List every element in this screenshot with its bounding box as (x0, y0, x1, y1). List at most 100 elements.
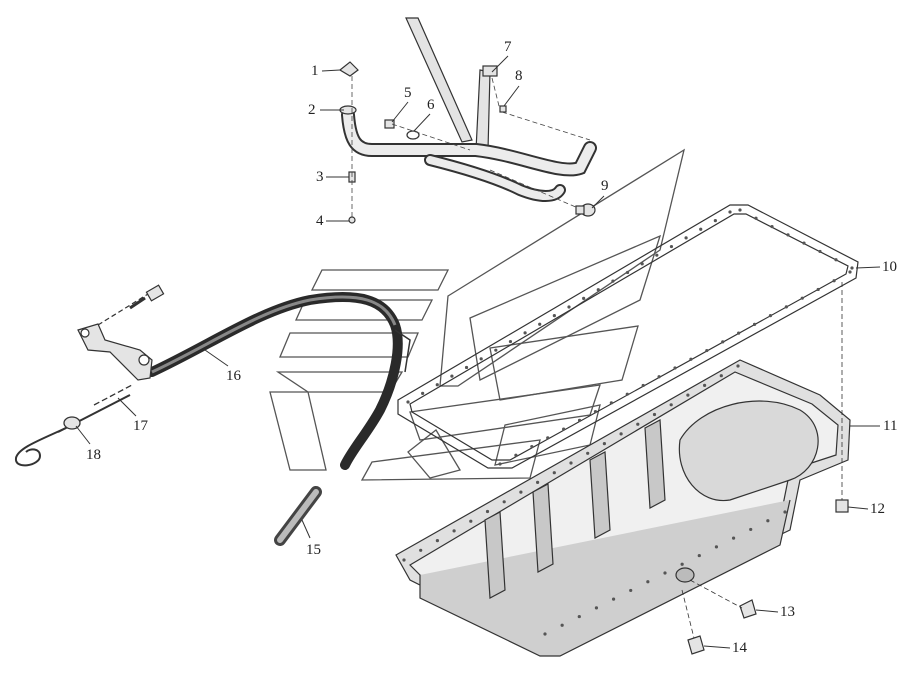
bolt-hole (752, 322, 757, 326)
bolt-hole (464, 365, 469, 370)
bolt-hole (766, 519, 770, 523)
bolt-hole (435, 539, 439, 543)
leader-line (301, 519, 311, 539)
bolt-hole (770, 224, 774, 229)
bolt-hole (593, 410, 598, 414)
bolt-hole (469, 519, 473, 523)
bolt-hole (689, 357, 693, 361)
bolt-hole (736, 364, 740, 368)
leader-line (391, 101, 409, 123)
leader-line (503, 85, 520, 107)
leader-line (491, 55, 509, 73)
leader-line (204, 349, 229, 367)
callout-label: 15 (306, 542, 321, 558)
bolt-hole (625, 392, 629, 396)
bolt-hole (435, 383, 439, 387)
bolt-hole (655, 253, 659, 257)
bolt-hole (652, 412, 657, 417)
bolt-hole (406, 400, 410, 404)
leader-line (703, 645, 731, 649)
bolt-hole (609, 401, 613, 405)
bolt-hole (611, 279, 615, 283)
bolt-hole (834, 258, 838, 262)
callout-label: 18 (86, 447, 101, 463)
bolt-hole (719, 374, 723, 378)
dipstick-guide-tube (147, 292, 411, 470)
oil-pan (395, 359, 851, 657)
bolt-hole (577, 418, 582, 422)
dipstick-bracket (77, 284, 165, 381)
bolt-hole (768, 314, 773, 318)
callout-label: 3 (316, 169, 324, 185)
suction-pipe (274, 486, 322, 546)
bolt-hole (684, 236, 688, 240)
leader-line (755, 609, 779, 613)
callout-label: 16 (226, 368, 241, 384)
bolt-hole (673, 366, 677, 370)
bolt-hole (596, 288, 600, 292)
leader-line (413, 113, 431, 132)
bolt-hole (577, 614, 581, 619)
bolt-hole (402, 558, 406, 562)
leader-line (321, 69, 341, 72)
bolt-hole (546, 436, 550, 440)
bolt-hole (818, 249, 822, 254)
callout-label: 7 (504, 39, 512, 55)
leader-line (117, 397, 137, 417)
watermark-logo (269, 148, 686, 481)
bolt-hole (629, 588, 633, 593)
bolt-hole (641, 383, 645, 388)
callout-label: 11 (883, 418, 898, 434)
bolt-hole (485, 509, 490, 514)
bolt-hole (713, 219, 717, 223)
bolt-hole (567, 305, 571, 309)
bolt-hole (663, 571, 667, 575)
callout-label: 8 (515, 68, 523, 84)
bolt-hole (657, 375, 661, 379)
leader-line (855, 266, 881, 269)
bolt-hole (625, 270, 630, 275)
oil-pan-flange-holes (402, 364, 787, 636)
callout-label: 13 (780, 604, 795, 620)
bolt-hole (611, 597, 616, 601)
bolt-hole (705, 348, 709, 353)
bolt-hole (552, 471, 556, 475)
oil-pan-gasket (397, 204, 859, 469)
bolt-hole (697, 553, 701, 558)
bolt-hole (560, 623, 564, 627)
bolt-hole (502, 500, 506, 504)
bolt-hole (498, 462, 502, 466)
bolt-hole (714, 545, 719, 549)
bolt-hole (786, 233, 790, 237)
callout-label: 14 (732, 640, 747, 656)
bolt-hole (686, 393, 690, 397)
bolt-hole (783, 510, 787, 514)
leader-line (591, 195, 605, 209)
bolt-hole (582, 296, 586, 300)
callout-label: 6 (427, 97, 435, 113)
bolt-hole (514, 453, 518, 457)
bolt-hole (832, 279, 836, 283)
bolt-hole (699, 227, 703, 231)
bolt-hole (569, 461, 573, 465)
dipstick (15, 384, 133, 467)
bolt-hole (562, 427, 566, 431)
bolt-hole (530, 444, 534, 449)
bolt-hole (738, 208, 742, 212)
bolt-hole (703, 383, 707, 387)
bolt-hole (754, 216, 758, 220)
bolt-hole (850, 266, 854, 270)
bolt-hole (800, 296, 804, 300)
oil-filler-pipe-assembly (338, 17, 597, 224)
bolt-hole (523, 331, 527, 335)
bolt-hole (552, 314, 556, 318)
gasket-holes (406, 208, 854, 466)
bolt-hole (640, 262, 644, 266)
bolt-hole (636, 422, 640, 426)
bolt-hole (646, 580, 650, 584)
bolt-hole (494, 348, 498, 352)
bolt-hole (586, 451, 590, 455)
leader-line (75, 425, 91, 445)
